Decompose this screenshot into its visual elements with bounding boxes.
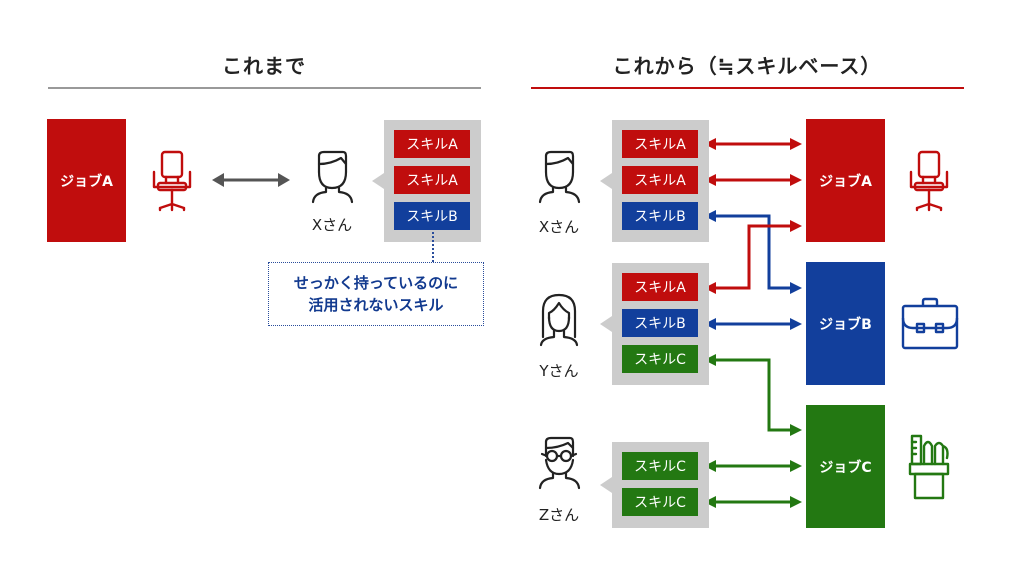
skill-tag: スキルC (622, 452, 698, 480)
job-b-label: ジョブB (819, 316, 872, 333)
skill-tag: スキルA (622, 130, 698, 158)
skill-tag: スキルA (622, 273, 698, 301)
skill-tag: スキルB (622, 309, 698, 337)
right-heading: これから（≒スキルベース） (612, 54, 882, 78)
left-job-a-label: ジョブA (60, 173, 113, 190)
double-arrow-icon (212, 173, 290, 187)
skill-tag: スキルA (394, 166, 470, 194)
person-z-label: Zさん (538, 506, 580, 524)
job-a-label: ジョブA (819, 173, 872, 190)
connection-y-skill-a (704, 220, 802, 294)
man-icon (311, 150, 354, 204)
unused-skill-note: せっかく持っているのに 活用されないスキル (268, 262, 484, 326)
man-icon (538, 150, 581, 204)
note-line-1: せっかく持っているのに (293, 274, 459, 292)
woman-icon (539, 293, 579, 347)
left-heading: これまで (222, 54, 306, 78)
person-x-label: Xさん (538, 218, 580, 236)
left-skill-panel: スキルA スキルA スキルB (372, 120, 481, 242)
connection-y-skill-c (704, 354, 802, 436)
job-c-label: ジョブC (819, 459, 872, 476)
person-y-label: Yさん (539, 362, 579, 380)
skill-tag: スキルB (394, 202, 470, 230)
note-connector (432, 232, 434, 262)
job-c-box: ジョブC (806, 405, 885, 528)
job-b-box: ジョブB (806, 262, 885, 385)
note-line-2: 活用されないスキル (308, 296, 444, 314)
person-z-skill-panel: スキルC スキルC (600, 442, 709, 528)
left-job-a-box: ジョブA (47, 119, 126, 242)
office-chair-icon (152, 150, 192, 212)
man-glasses-icon (538, 436, 581, 490)
skill-tag: スキルA (622, 166, 698, 194)
skill-tag: スキルA (394, 130, 470, 158)
skill-tag: スキルB (622, 202, 698, 230)
right-heading-rule (531, 87, 964, 89)
briefcase-icon (901, 297, 959, 350)
office-chair-icon (909, 150, 949, 212)
left-person-label: Xさん (311, 216, 353, 234)
skill-tag: スキルC (622, 488, 698, 516)
job-a-box: ジョブA (806, 119, 885, 242)
skill-tag: スキルC (622, 345, 698, 373)
person-x-skill-panel: スキルA スキルA スキルB (600, 120, 709, 242)
pen-holder-icon (908, 434, 950, 500)
person-y-skill-panel: スキルA スキルB スキルC (600, 263, 709, 385)
left-heading-rule (48, 87, 481, 89)
